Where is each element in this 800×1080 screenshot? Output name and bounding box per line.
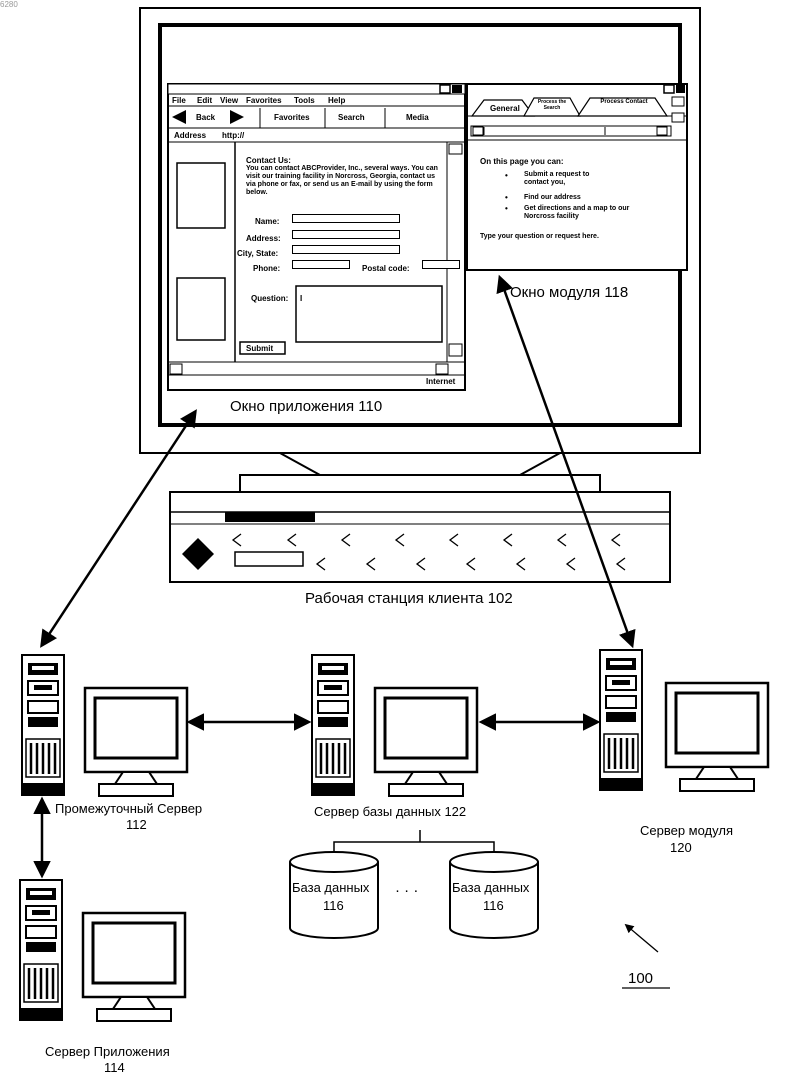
tab-general-label[interactable]: General: [490, 104, 520, 113]
menu-tools[interactable]: Tools: [294, 96, 315, 105]
app-hscroll-right[interactable]: [436, 364, 448, 374]
postal-label: Postal code:: [362, 264, 410, 273]
question-label: Question:: [251, 294, 288, 303]
name-input[interactable]: [292, 214, 400, 223]
label-ellipsis: · · ·: [395, 882, 418, 899]
tab-process-search-label[interactable]: Process the Search: [534, 99, 570, 111]
media-button[interactable]: Media: [406, 113, 429, 122]
label-module-server: Сервер модуля: [640, 823, 733, 838]
search-button[interactable]: Search: [338, 113, 365, 122]
image-placeholder-top: [177, 163, 225, 228]
middle-server: [22, 655, 187, 796]
bullet-3: Get directions and a map to our Norcross…: [524, 205, 634, 221]
label-app-window: Окно приложения 110: [230, 398, 382, 415]
address-label: Address: [174, 131, 206, 140]
client-workstation: [170, 492, 670, 582]
label-system-ref: 100: [628, 970, 653, 987]
app-hscroll-left[interactable]: [170, 364, 182, 374]
app-window-max-icon[interactable]: [440, 85, 450, 93]
menu-help[interactable]: Help: [328, 96, 345, 105]
bullet-1: Submit a request to contact you,: [524, 171, 604, 187]
phone-input[interactable]: [292, 260, 350, 269]
image-placeholder-bottom: [177, 278, 225, 340]
bullet-1-dot: •: [505, 171, 508, 180]
monitor-neck: [280, 453, 560, 475]
phone-label: Phone:: [253, 264, 280, 273]
module-intro: On this page you can:: [480, 157, 564, 166]
city-input[interactable]: [292, 245, 400, 254]
label-app-server-num: 114: [104, 1060, 125, 1075]
back-button[interactable]: Back: [196, 113, 215, 122]
module-prompt: Type your question or request here.: [480, 233, 610, 241]
question-textarea[interactable]: [296, 286, 442, 342]
label-app-server: Сервер Приложения: [45, 1044, 170, 1059]
app-window-close-icon[interactable]: [452, 85, 462, 93]
app-scroll-down[interactable]: [449, 344, 462, 356]
label-db-right-num: 116: [483, 898, 504, 913]
submit-label[interactable]: Submit: [246, 344, 273, 353]
label-middle-server: Промежуточный Сервер: [55, 801, 202, 816]
menu-view[interactable]: View: [220, 96, 238, 105]
label-workstation: Рабочая станция клиента 102: [305, 590, 513, 607]
contact-title: Contact Us:: [246, 156, 291, 165]
status-zone: Internet: [426, 377, 455, 386]
postal-input[interactable]: [422, 260, 460, 269]
address-field-label: Address:: [246, 234, 281, 243]
app-scroll-up[interactable]: [449, 144, 462, 154]
label-db-left: База данных: [292, 880, 369, 895]
drive-slot: [235, 552, 303, 566]
database-right: [450, 852, 538, 938]
module-window-close-icon[interactable]: [676, 85, 685, 93]
address-field-input[interactable]: [292, 230, 400, 239]
label-module-server-num: 120: [670, 840, 692, 855]
label-db-left-num: 116: [323, 898, 344, 913]
database-server: [312, 655, 477, 796]
corner-id: 6280: [0, 0, 18, 9]
module-scroll-up[interactable]: [672, 97, 684, 106]
question-value: I: [300, 294, 302, 303]
bullet-2: Find our address: [524, 194, 624, 202]
favorites-button[interactable]: Favorites: [274, 113, 310, 122]
module-scroll-down[interactable]: [672, 113, 684, 122]
application-server: [20, 880, 185, 1021]
module-scrollbar[interactable]: [471, 126, 671, 136]
label-db-server: Сервер базы данных 122: [314, 804, 466, 819]
menu-file[interactable]: File: [172, 96, 186, 105]
label-db-right: База данных: [452, 880, 529, 895]
label-middle-server-num: 112: [126, 817, 147, 832]
module-window-max-icon[interactable]: [664, 85, 674, 93]
bullet-2-dot: •: [505, 193, 508, 202]
bullet-3-dot: •: [505, 204, 508, 213]
label-module-window: Окно модуля 118: [510, 284, 628, 301]
name-label: Name:: [255, 217, 279, 226]
contact-text: You can contact ABCProvider, Inc., sever…: [246, 165, 442, 197]
system-pointer-arrow: [626, 925, 658, 952]
tab-process-contact-label[interactable]: Process Contact: [596, 99, 652, 106]
module-server: [600, 650, 768, 791]
db-link: [334, 842, 494, 852]
address-input[interactable]: http://: [222, 131, 244, 140]
menu-favorites[interactable]: Favorites: [246, 96, 282, 105]
monitor-stand: [240, 475, 600, 493]
menu-edit[interactable]: Edit: [197, 96, 212, 105]
city-label: City, State:: [237, 249, 278, 258]
